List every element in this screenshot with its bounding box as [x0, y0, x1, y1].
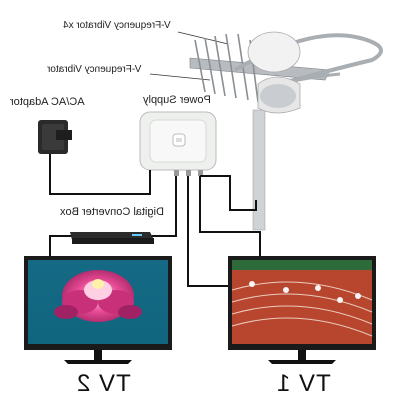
- leader-lines: [149, 31, 229, 81]
- ac-adaptor-icon: [38, 120, 72, 154]
- converter-box-icon: [70, 232, 154, 244]
- antenna-icon: [189, 31, 383, 231]
- tv2-icon: [24, 256, 172, 364]
- power-supply-icon: [139, 111, 217, 176]
- flower-image: [54, 270, 142, 322]
- tv1-icon: [228, 256, 376, 364]
